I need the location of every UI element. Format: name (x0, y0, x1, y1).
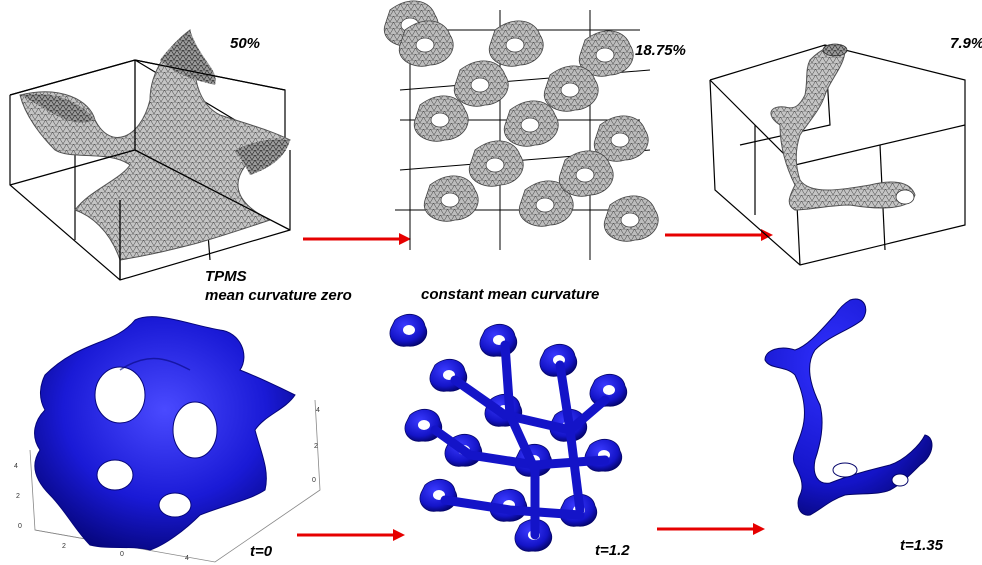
axis-tick: 4 (185, 555, 189, 562)
tpms-surface (34, 316, 296, 551)
percent-label-18-75: 18.75% (635, 42, 686, 59)
cmc-caption: constant mean curvature (421, 286, 600, 303)
arrow-right-icon (303, 233, 411, 245)
axis-tick: 4 (316, 407, 320, 414)
mesh-figure-18-75 (383, 0, 659, 260)
axis-tick: 4 (14, 463, 18, 470)
axis-tick: 2 (314, 443, 318, 450)
surface-figure-t1-2 (389, 313, 628, 552)
percent-label-50: 50% (230, 35, 261, 52)
blue-strut (764, 298, 933, 516)
axis-tick: 0 (18, 523, 22, 530)
axis-tick: 0 (312, 477, 316, 484)
percent-label-7-9: 7.9% (950, 35, 982, 52)
axis-tick: 0 (120, 551, 124, 558)
tpms-caption-line1: TPMS (205, 268, 247, 285)
axis-tick: 2 (16, 493, 20, 500)
surface-figure-t1-35 (764, 298, 933, 516)
mesh-panel-50: 50% (0, 0, 310, 290)
surface-panel-t0: 4 2 0 4 2 0 2 0 4 t=0 (0, 300, 330, 565)
t-label-0: t=0 (250, 543, 273, 560)
mesh-panel-18-75: 18.75% (383, 0, 690, 280)
arrow-right-icon (657, 523, 765, 535)
surface-figure-t0: 4 2 0 4 2 0 2 0 4 (14, 316, 321, 563)
tpms-caption-line2: mean curvature zero (205, 287, 352, 304)
arrow-right-icon (665, 229, 773, 241)
mesh-figure-50 (9, 29, 291, 281)
arrow-right-icon (297, 529, 405, 541)
mesh-figure-7-9 (709, 43, 966, 266)
t-label-1-35: t=1.35 (900, 537, 943, 554)
mesh-panel-7-9: 7.9% (700, 15, 982, 275)
axis-tick: 2 (62, 543, 66, 550)
surface-panel-t1-35: t=1.35 (740, 295, 982, 560)
t-label-1-2: t=1.2 (595, 542, 630, 559)
surface-panel-t1-2: t=1.2 (389, 313, 655, 560)
